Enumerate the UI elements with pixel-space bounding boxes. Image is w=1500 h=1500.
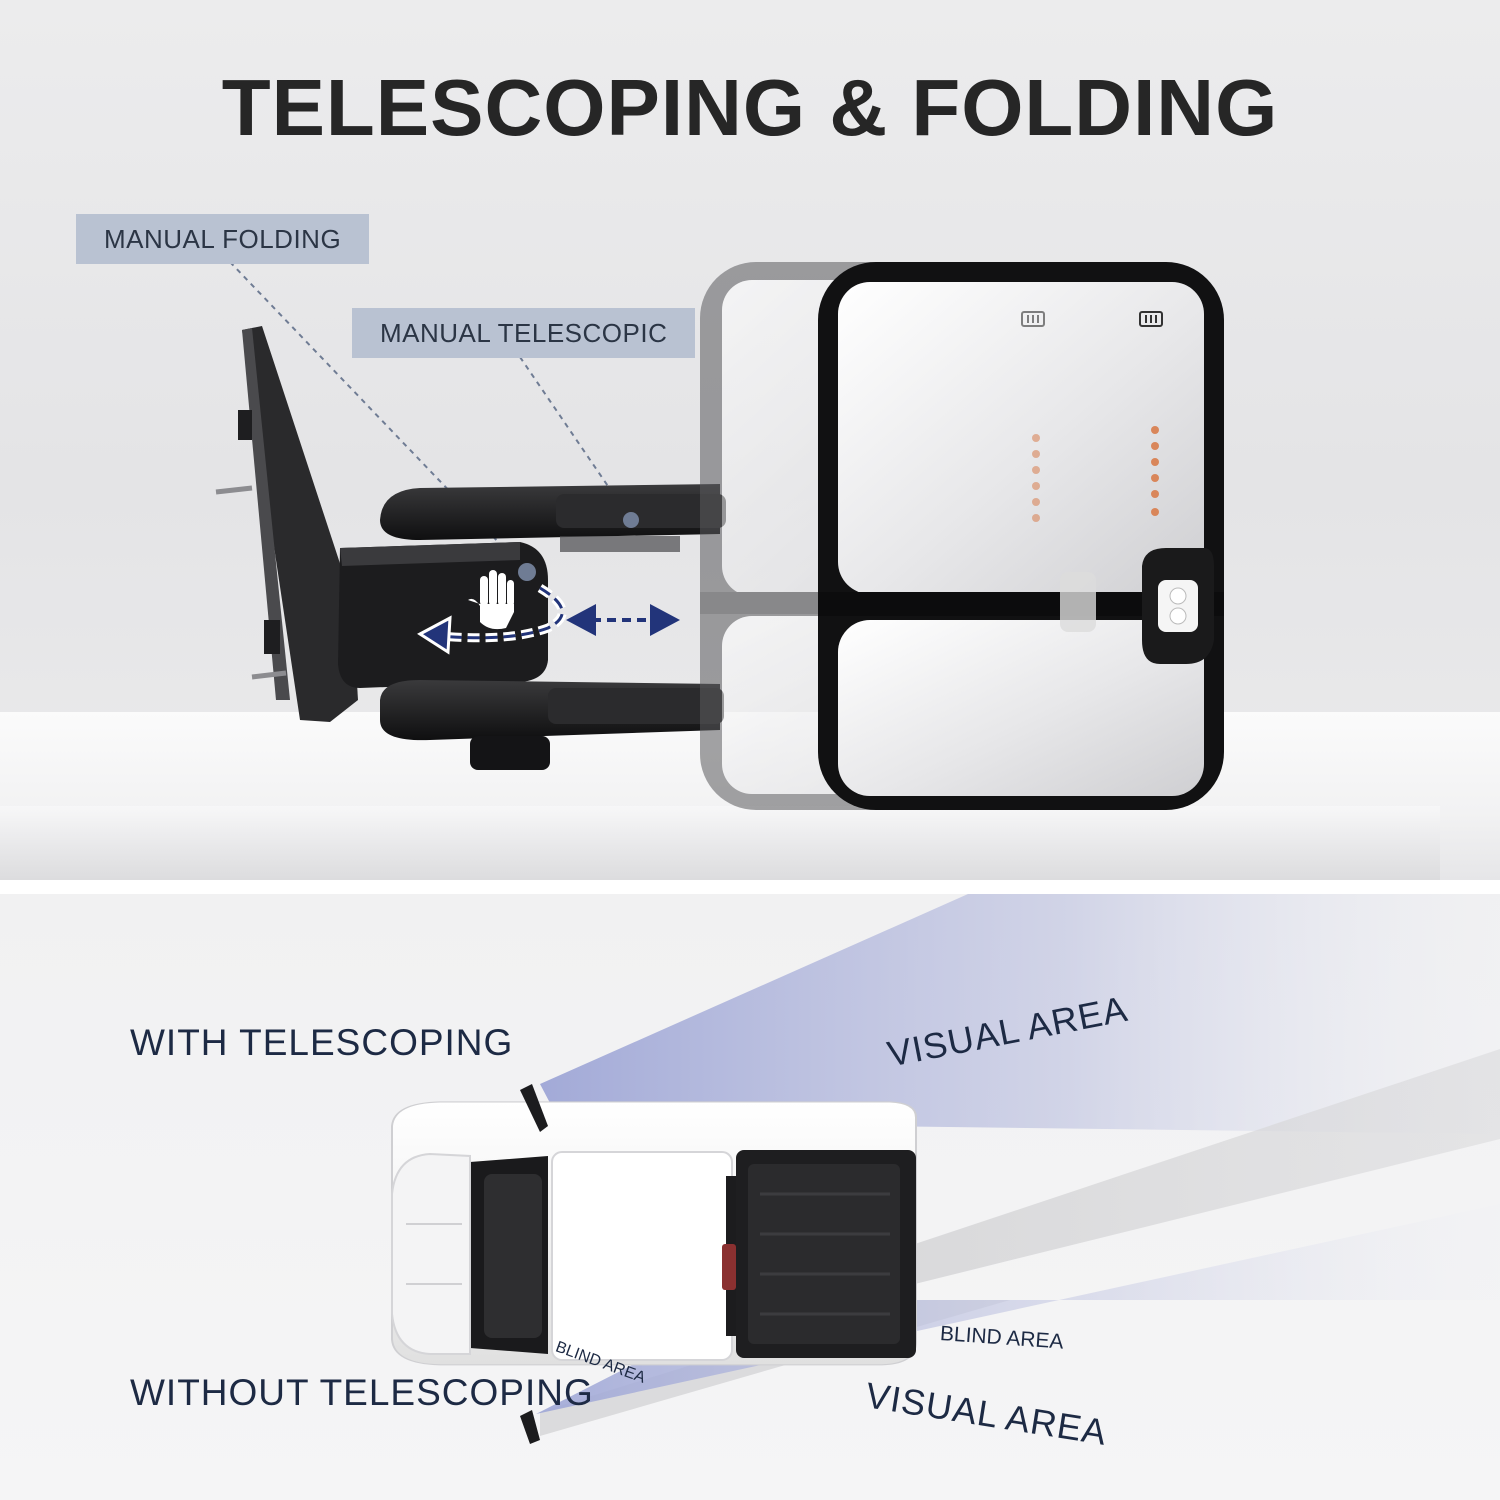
defrost-icon: [1021, 311, 1045, 327]
mirror-head: [818, 262, 1224, 810]
with-telescoping-label: WITH TELESCOPING: [130, 1022, 514, 1063]
manual-telescopic-callout: MANUAL TELESCOPIC: [352, 308, 696, 358]
led-signal-strip: [1032, 426, 1159, 522]
visibility-diagram: [391, 894, 1500, 1444]
folding-leader-line: [229, 261, 528, 573]
mirror-illustration: [215, 261, 1224, 810]
visibility-diagram-panel: WITH TELESCOPING WITHOUT TELESCOPING VIS…: [0, 894, 1500, 1500]
without-telescoping-label: WITHOUT TELESCOPING: [130, 1372, 594, 1413]
hand-icon: [468, 570, 514, 630]
section-divider: [0, 880, 1500, 894]
extended-mirror: [520, 1084, 548, 1132]
product-photo-panel: TELESCOPING & FOLDING: [0, 0, 1500, 880]
page-title: TELESCOPING & FOLDING: [221, 63, 1279, 152]
folding-pivot-marker: [518, 563, 536, 581]
pivot-housing: [338, 542, 548, 688]
upper-arm: [380, 484, 726, 552]
mounting-base: [215, 326, 358, 722]
display-shelf-edge: [0, 806, 1440, 880]
standard-mirror: [520, 1410, 540, 1444]
defrost-icon: [1139, 311, 1163, 327]
pickup-truck: [391, 1101, 917, 1366]
telescope-arrow-icon: [566, 604, 680, 636]
visual-area-with-telescoping: [540, 894, 1500, 1134]
lower-arm: [380, 680, 724, 770]
fold-arrow-icon: [417, 584, 567, 655]
manual-folding-callout: MANUAL FOLDING: [76, 214, 370, 264]
